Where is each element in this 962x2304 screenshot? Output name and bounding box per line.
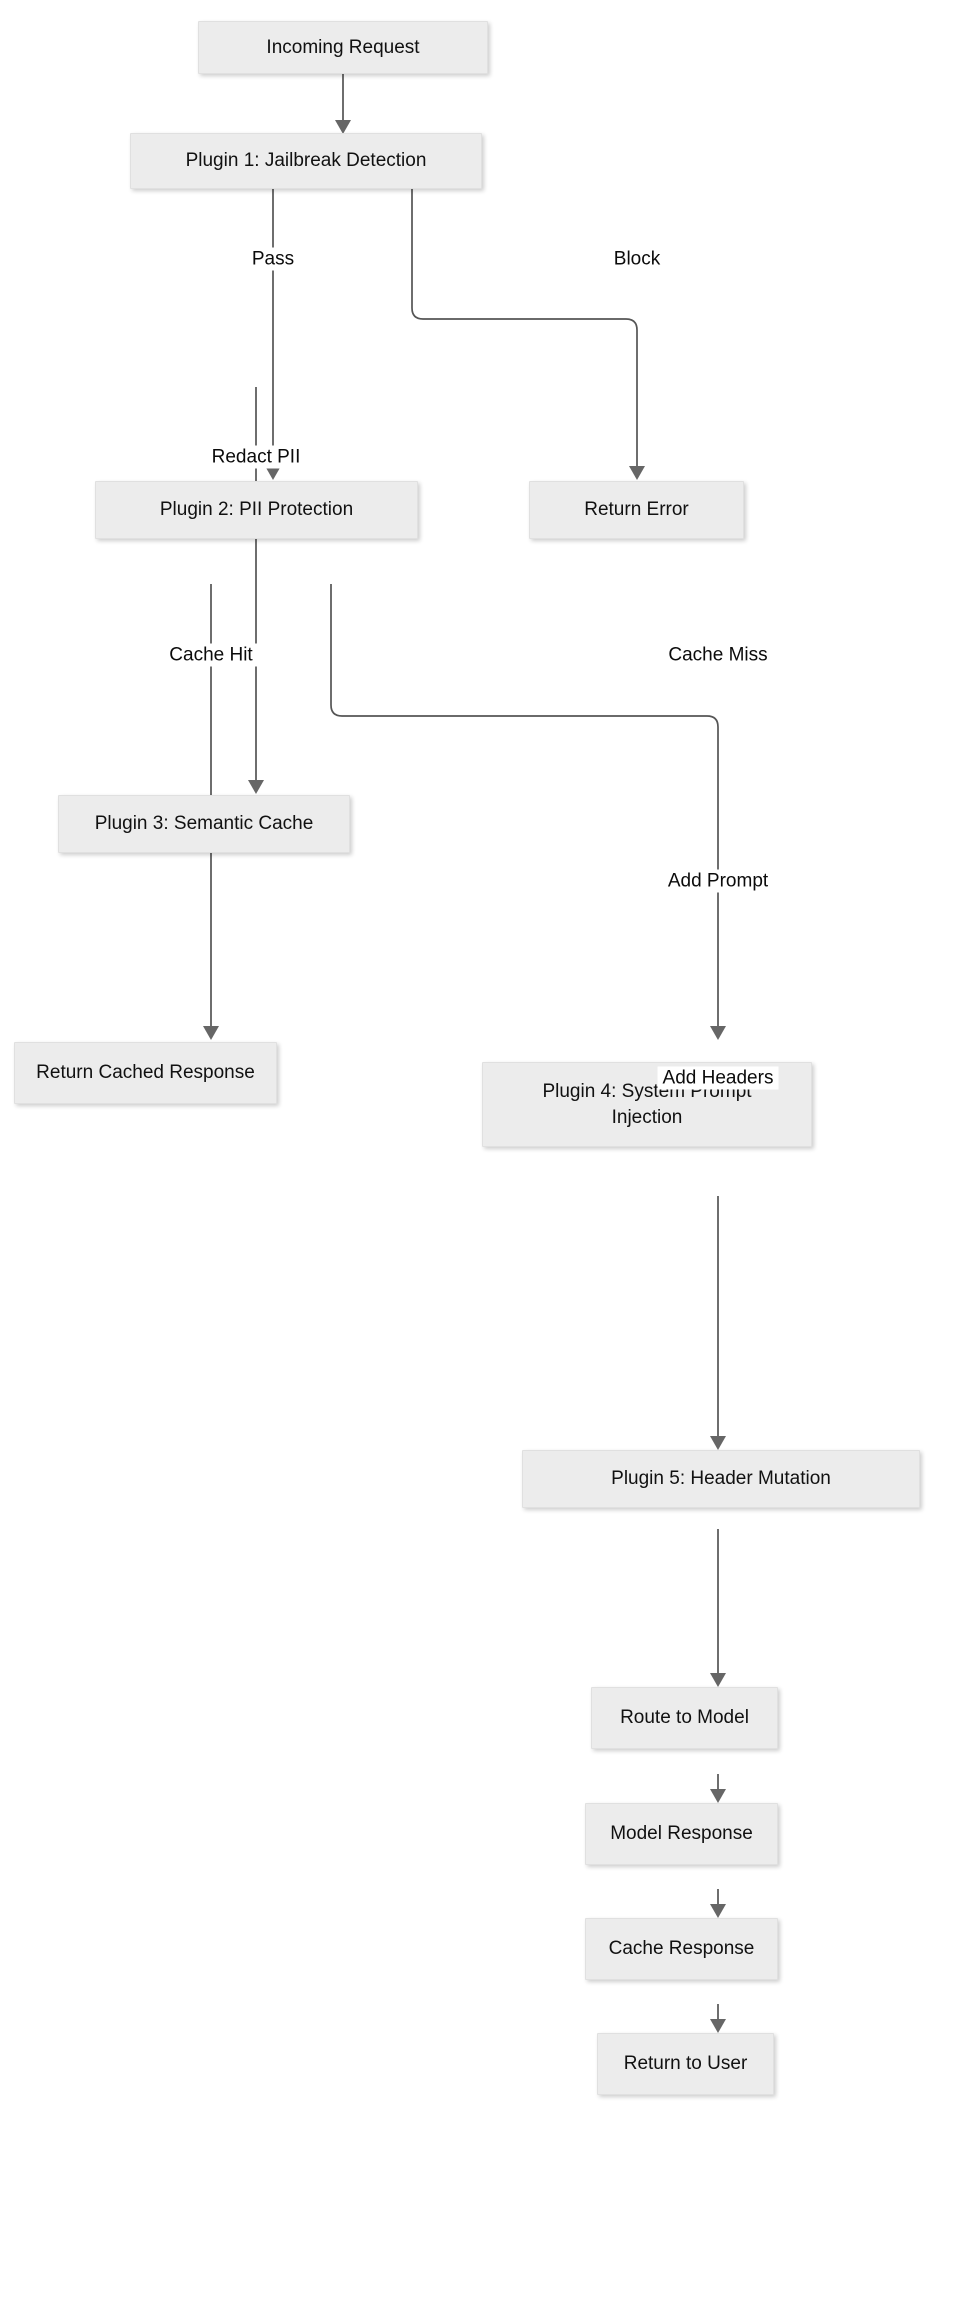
edge-route-to-model-response — [710, 1774, 726, 1803]
edge-plugin4-to-plugin5 — [710, 1196, 726, 1450]
edge-label-pass: Pass — [246, 247, 300, 271]
edge-cache-to-return-user — [710, 2004, 726, 2033]
node-cache-response[interactable]: Cache Response — [585, 1918, 778, 1980]
edge-model-response-to-cache — [710, 1889, 726, 1918]
node-model-response[interactable]: Model Response — [585, 1803, 778, 1865]
edge-plugin1-to-plugin2 — [265, 189, 281, 480]
edge-request-to-plugin1 — [335, 74, 351, 134]
node-label: Incoming Request — [266, 36, 420, 58]
edge-label-add-prompt: Add Prompt — [662, 869, 774, 893]
edge-label-cache-miss: Cache Miss — [663, 643, 773, 667]
node-label: Plugin 2: PII Protection — [159, 499, 354, 521]
edge-label-add-headers: Add Headers — [657, 1066, 779, 1090]
edge-plugin1-to-return-error — [411, 189, 645, 480]
node-return-error[interactable]: Return Error — [529, 481, 744, 539]
edge-label-block: Block — [608, 247, 666, 271]
node-route-to-model[interactable]: Route to Model — [591, 1687, 778, 1749]
node-plugin-1-jailbreak-detection[interactable]: Plugin 1: Jailbreak Detection — [130, 133, 482, 189]
edge-plugin5-to-route — [710, 1529, 726, 1687]
node-label: Route to Model — [620, 1707, 749, 1729]
node-plugin-5-header-mutation[interactable]: Plugin 5: Header Mutation — [522, 1450, 920, 1508]
node-label: Return Cached Response — [36, 1062, 255, 1084]
edge-label-redact-pii: Redact PII — [206, 445, 306, 469]
node-plugin-2-pii-protection[interactable]: Plugin 2: PII Protection — [95, 481, 418, 539]
node-label: Plugin 5: Header Mutation — [611, 1468, 831, 1490]
node-label: Plugin 4: System Prompt Injection — [542, 1081, 752, 1128]
node-return-to-user[interactable]: Return to User — [597, 2033, 774, 2095]
node-plugin-3-semantic-cache[interactable]: Plugin 3: Semantic Cache — [58, 795, 350, 853]
node-return-cached-response[interactable]: Return Cached Response — [14, 1042, 277, 1104]
node-label: Return to User — [623, 2053, 748, 2075]
node-label: Model Response — [610, 1823, 753, 1845]
node-incoming-request[interactable]: Incoming Request — [198, 21, 488, 74]
node-label: Cache Response — [608, 1938, 755, 1960]
node-label: Plugin 1: Jailbreak Detection — [185, 150, 427, 172]
edge-label-cache-hit: Cache Hit — [164, 643, 258, 667]
node-label: Plugin 3: Semantic Cache — [94, 813, 314, 835]
node-label: Return Error — [584, 499, 689, 521]
